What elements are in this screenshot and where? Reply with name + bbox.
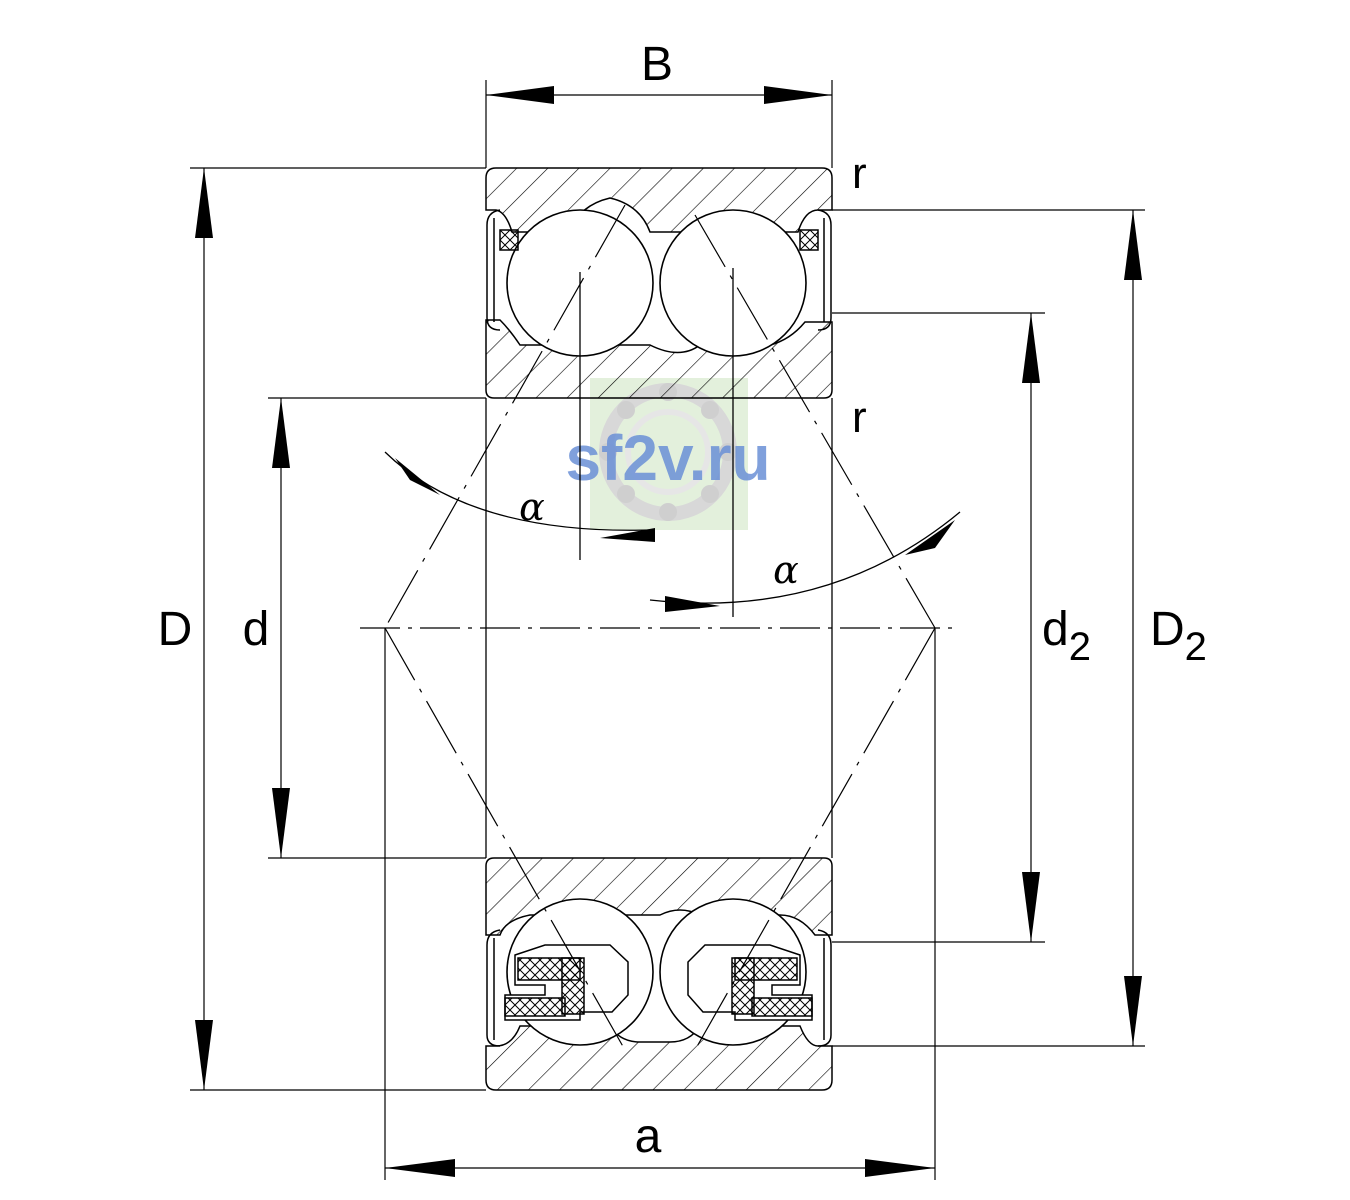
- dimension-d-outer: [190, 167, 486, 1091]
- angle-arc-left: [384, 451, 655, 542]
- dimension-a: [384, 628, 936, 1180]
- label-a: a: [635, 1110, 662, 1163]
- label-d2-main: d: [1042, 603, 1069, 656]
- label-d-bore: d: [243, 603, 270, 656]
- label-d2-outer-main: D: [1150, 603, 1185, 656]
- seal-top-right: [799, 209, 832, 331]
- angle-reference-lines: [579, 268, 734, 617]
- contact-lines: [384, 204, 936, 1051]
- seal-bottom-left: [486, 929, 501, 1047]
- label-b: B: [641, 38, 673, 91]
- label-alpha-right: α: [773, 548, 799, 592]
- watermark-text: sf2v.ru: [565, 422, 770, 494]
- outer-ring-bottom: [485, 1025, 833, 1091]
- dimension-d2: [832, 312, 1045, 943]
- dimension-d-bore: [268, 397, 486, 859]
- label-d2-outer-subscript: 2: [1185, 625, 1207, 669]
- watermark: sf2v.ru: [565, 378, 771, 530]
- cage-bottom-left: [504, 944, 629, 1021]
- label-d2: d2: [1042, 603, 1091, 669]
- label-d2-subscript: 2: [1069, 625, 1091, 669]
- seal-bottom-right: [817, 929, 832, 1047]
- label-r-top: r: [852, 149, 867, 198]
- label-d2-outer: D2: [1150, 603, 1207, 669]
- label-alpha-left: α: [519, 485, 545, 529]
- label-d-outer: D: [158, 603, 193, 656]
- seal-top-left: [486, 209, 519, 331]
- label-r-bore: r: [852, 393, 867, 442]
- angle-arc-right: [649, 511, 961, 612]
- dimension-d2-outer: [832, 209, 1145, 1047]
- cage-bottom-right: [687, 944, 813, 1021]
- dimension-b: [485, 80, 833, 168]
